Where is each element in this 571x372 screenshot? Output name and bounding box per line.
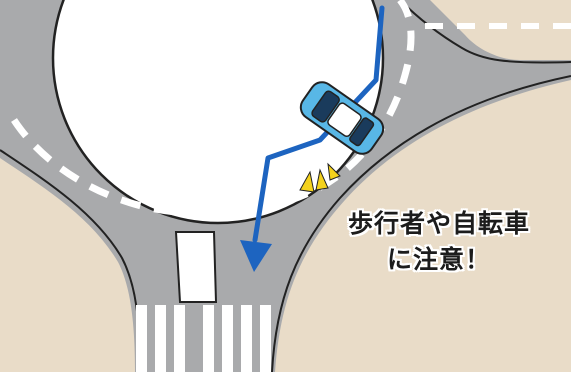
caution-caption-line2: に注意！: [386, 245, 491, 274]
caution-caption: 歩行者や自転車 に注意！: [328, 206, 550, 278]
sidewalk-top-right: [430, 0, 571, 60]
sidewalk-right: [275, 80, 571, 372]
headlight-beam: [315, 168, 329, 191]
arrow-down-icon: [240, 240, 272, 272]
central-island: [51, 0, 385, 225]
caution-caption-line1: 歩行者や自転車: [347, 209, 530, 238]
sidewalk-top-right-curb: [399, 0, 571, 64]
crosswalk-stripe: [174, 305, 185, 372]
car-windshield: [311, 90, 340, 123]
crosswalk-stripe: [222, 305, 233, 372]
crosswalk-stripe: [155, 305, 166, 372]
crosswalk-stripe: [260, 305, 271, 372]
car-rear-window: [349, 117, 375, 147]
roundabout-lane-marking: [11, 0, 415, 218]
car-icon: [299, 81, 385, 155]
splitter-island: [174, 231, 218, 303]
crosswalk-stripe: [136, 305, 147, 372]
headlight-beam: [327, 162, 341, 181]
crosswalk-stripe: [203, 305, 214, 372]
headlight-icon: [299, 162, 341, 193]
crosswalk: [136, 305, 271, 372]
travel-path-line: [252, 5, 385, 243]
car-roof: [327, 102, 362, 138]
sidewalk-right-curb: [271, 75, 571, 372]
headlight-beam: [299, 170, 315, 193]
sidewalk-left: [0, 158, 135, 372]
crosswalk-stripe: [241, 305, 252, 372]
